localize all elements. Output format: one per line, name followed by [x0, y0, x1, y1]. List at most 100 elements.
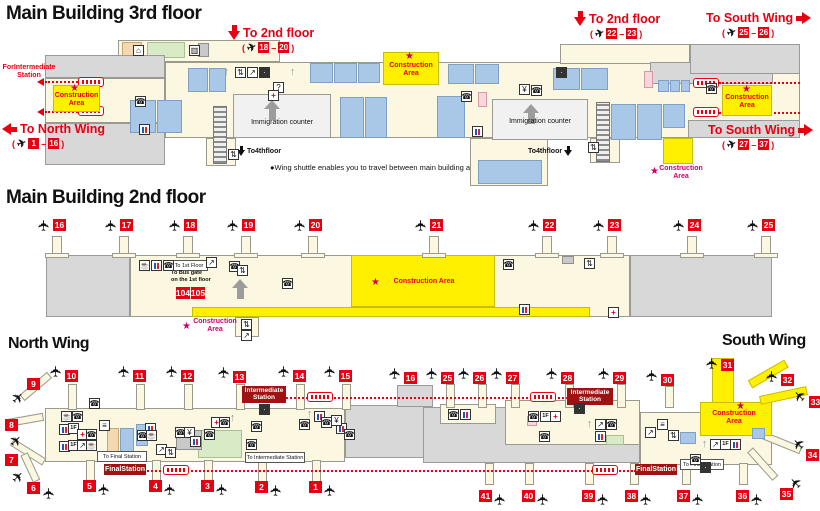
up-arrow-icon — [523, 104, 539, 124]
aed-icon: + — [608, 307, 619, 318]
escalator-icon: ↗ — [595, 419, 606, 430]
plane-icon: ✈ — [15, 136, 29, 152]
escalator-icon: ↗ — [247, 67, 258, 78]
gate-marker-28: 28 — [561, 372, 574, 384]
up-arrow-icon: ↑ — [289, 66, 296, 78]
plane-icon: ✈ — [215, 366, 233, 379]
plane-icon: ✈ — [763, 370, 781, 383]
plane-icon: ✈ — [590, 219, 608, 232]
building-area — [630, 255, 772, 317]
plane-icon: ✈ — [161, 483, 179, 496]
construction-star-icon: ★ — [742, 84, 751, 95]
plane-icon: ✈ — [525, 219, 543, 232]
phone-icon: ☎ — [344, 429, 355, 440]
jet-bridge-foot — [754, 253, 778, 258]
cloakroom-icon: ⌂ — [133, 45, 144, 56]
elevator-icon: ⇅ — [584, 258, 595, 269]
gate-marker-22: 22 — [543, 219, 556, 231]
building-area — [358, 63, 380, 83]
building-area — [397, 385, 433, 407]
to-intermediate-label: To Intermediate Station — [245, 452, 305, 463]
building-area — [365, 97, 387, 138]
restroom-icon — [139, 124, 150, 135]
building-area — [46, 255, 130, 317]
restroom-icon — [314, 411, 325, 422]
plane-icon: ✈ — [95, 483, 113, 496]
gate-marker-21: 21 — [430, 219, 443, 231]
jet-bridge-foot — [234, 253, 258, 258]
wing-shuttle-note: ●Wing shuttle enables you to travel betw… — [270, 163, 519, 172]
building-area — [581, 68, 608, 90]
elevator-icon: ⇅ — [235, 67, 246, 78]
plane-icon: ✈ — [115, 365, 133, 378]
building-area — [663, 138, 693, 164]
building-area — [437, 96, 465, 138]
building-area — [606, 435, 624, 445]
gate-marker-40: 40 — [522, 490, 535, 502]
direction-label: To 2nd floor(✈18–20) — [228, 25, 314, 55]
elevator-icon: ⇅ — [588, 142, 599, 153]
gate-marker-8: 8 — [5, 419, 18, 431]
direction-label: To 2nd floor(✈22–23) — [574, 11, 660, 41]
restroom-icon — [730, 439, 741, 450]
plane-icon: ✈ — [291, 219, 309, 232]
left-arrow-icon — [2, 123, 17, 135]
elevator-icon: ⇅ — [237, 265, 248, 276]
gate-marker-20: 20 — [309, 219, 322, 231]
plane-icon: ✈ — [321, 484, 339, 497]
building-area — [310, 63, 333, 83]
locker-icon: ▥ — [189, 45, 200, 56]
plane-icon: ✈ — [534, 493, 552, 506]
gate-marker-24: 24 — [688, 219, 701, 231]
construction-area — [383, 52, 439, 85]
plane-icon: ✈ — [47, 365, 65, 378]
plane-icon: ✈ — [423, 367, 441, 380]
gate-marker-32: 32 — [781, 374, 794, 386]
plane-icon: ✈ — [748, 493, 766, 506]
stairs-icon: ≡ — [99, 420, 110, 431]
plane-icon: ✈ — [40, 487, 58, 500]
restroom-icon — [472, 126, 483, 137]
building-area — [147, 42, 185, 58]
gate-marker-25: 25 — [441, 372, 454, 384]
plane-icon: ✈ — [163, 365, 181, 378]
jet-bridge-foot — [301, 253, 325, 258]
building-area — [213, 106, 227, 164]
construction-star-icon: ★ — [405, 51, 414, 62]
plane-icon: ✈ — [455, 367, 473, 380]
to-4th-floor-label: To4thfloor — [528, 146, 574, 156]
construction-star-icon: ★ — [70, 83, 79, 94]
building-area — [340, 97, 364, 138]
gate-marker-35: 35 — [780, 488, 793, 500]
plane-icon: ✈ — [35, 219, 53, 232]
plane-icon: ✈ — [491, 493, 509, 506]
gate-marker-37: 37 — [677, 490, 690, 502]
final-station-badge: FinalStation — [635, 464, 677, 475]
direction-label: To South Wing(✈25–26) — [706, 11, 812, 40]
gate-marker-5: 5 — [83, 480, 96, 492]
gate-marker-9: 9 — [27, 378, 40, 390]
building-area — [680, 432, 696, 444]
plane-icon: ✈ — [637, 493, 655, 506]
building-area — [752, 428, 765, 439]
right-arrow-icon — [798, 124, 814, 136]
building-area — [107, 428, 119, 452]
construction-star-icon: ★ — [371, 277, 380, 288]
building-area — [485, 463, 494, 485]
phone-icon: ☎ — [204, 429, 215, 440]
shuttle-direction-arrow — [37, 78, 44, 86]
shuttle-track — [45, 81, 78, 83]
building-area — [446, 384, 455, 408]
smoking-icon: · — [259, 67, 270, 78]
phone-icon: ☎ — [135, 96, 146, 107]
first-floor-icon: 1F — [68, 423, 79, 434]
escalator-icon: ↗ — [206, 257, 217, 268]
building-area — [209, 68, 226, 92]
exchange-icon: ¥ — [331, 415, 342, 426]
section-title-north-wing: North Wing — [8, 335, 90, 352]
gate-marker-3: 3 — [201, 480, 214, 492]
gate-marker-41: 41 — [479, 490, 492, 502]
